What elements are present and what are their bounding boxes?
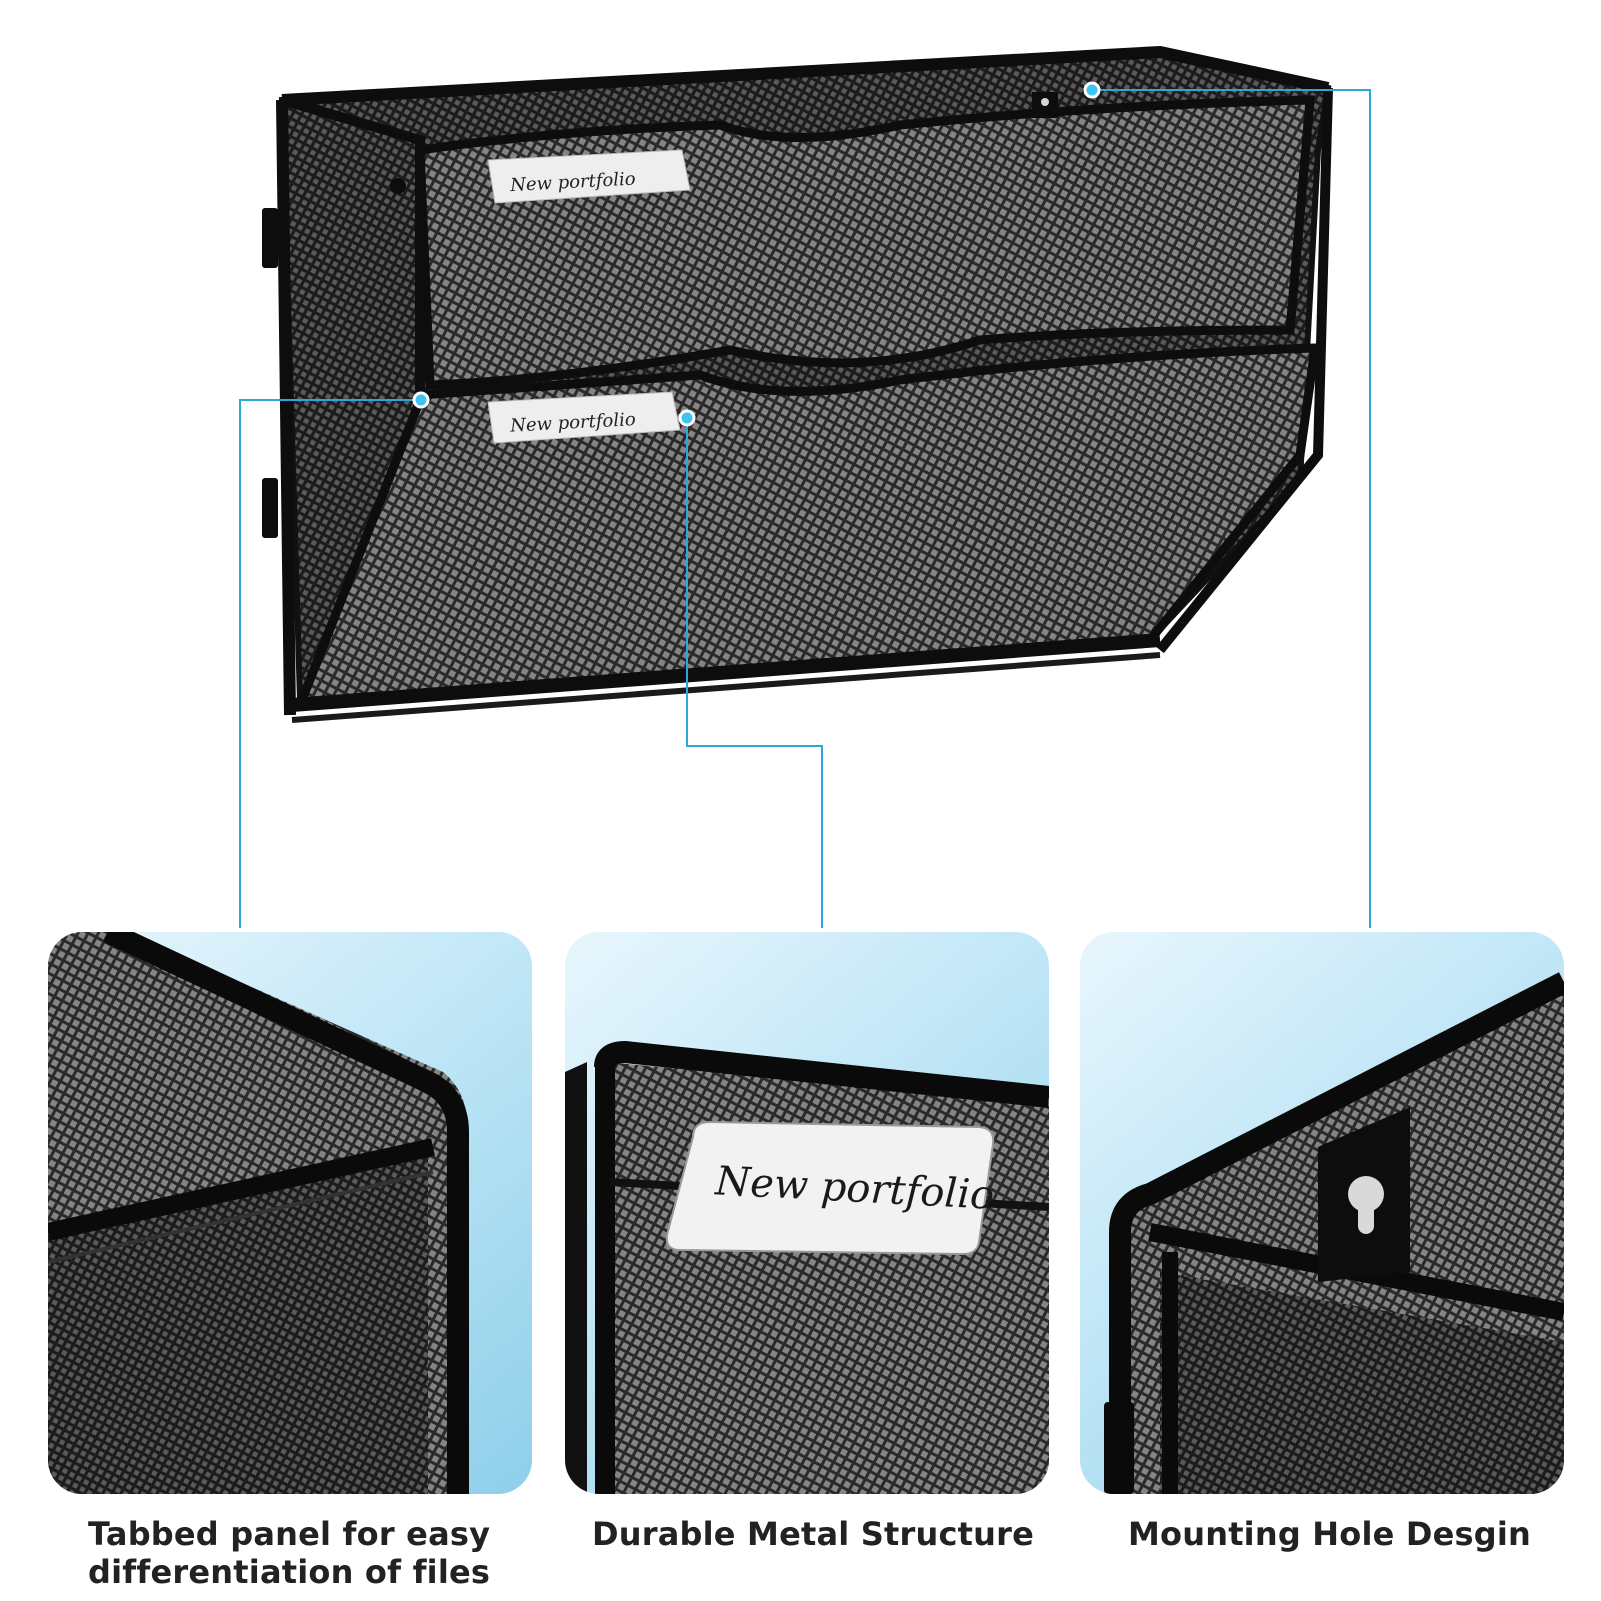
- caption-metal-structure-line1: Durable Metal Structure: [592, 1515, 1035, 1553]
- callout-dot-mounting-hole: [1083, 81, 1101, 99]
- wall-file-organizer: [262, 46, 1333, 723]
- bottom-pocket-label: New portfolio: [487, 391, 681, 444]
- feature-panel-tabbed: [48, 932, 532, 1494]
- feature-panel-metal: New portfolio: [565, 932, 1049, 1494]
- callout-lines: [239, 89, 1371, 928]
- callout-line-tabbed-panel: [239, 399, 421, 928]
- caption-tabbed-panel: Tabbed panel for easy differentiation of…: [88, 1515, 558, 1591]
- tabbed-panel-closeup: [48, 932, 469, 1494]
- callout-dot-tabbed-panel: [412, 391, 430, 409]
- callout-line-mounting-hole: [1092, 89, 1371, 928]
- callout-line-metal-structure: [686, 418, 823, 928]
- portfolio-label-plate: New portfolio: [665, 1120, 995, 1256]
- caption-mounting-hole-line1: Mounting Hole Desgin: [1128, 1515, 1532, 1553]
- caption-tabbed-panel-line1: Tabbed panel for easy: [88, 1515, 491, 1553]
- callout-dot-metal-structure: [678, 409, 696, 427]
- top-pocket-label: New portfolio: [487, 149, 691, 204]
- callout-dots: [412, 81, 1101, 427]
- caption-metal-structure: Durable Metal Structure: [592, 1515, 1042, 1553]
- keyhole-slot-icon: [1318, 1107, 1410, 1282]
- feature-panel-mounting: [1080, 932, 1564, 1494]
- caption-tabbed-panel-line2: differentiation of files: [88, 1553, 491, 1591]
- metal-structure-closeup: New portfolio: [565, 1041, 1049, 1494]
- mounting-hole-closeup: [1104, 972, 1564, 1494]
- caption-mounting-hole: Mounting Hole Desgin: [1128, 1515, 1568, 1553]
